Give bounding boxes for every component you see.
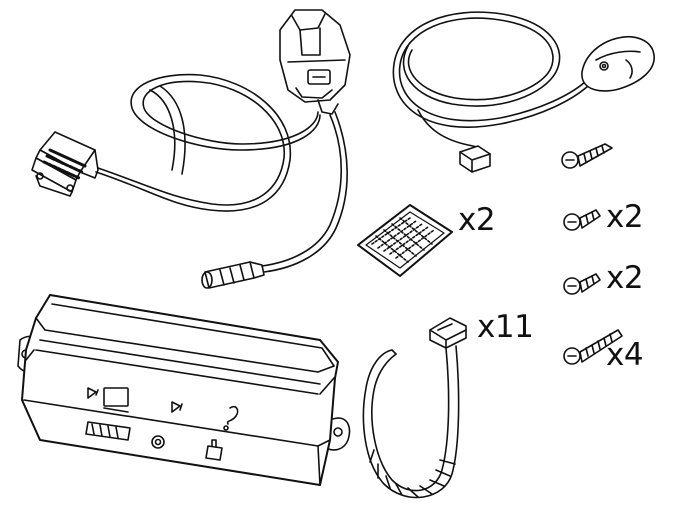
cable-tie-quantity: x11 [477,309,534,345]
microphone [582,37,654,91]
round-jack [152,436,164,448]
play-record-icon [88,388,128,412]
velcro-pad-quantity: x2 [458,202,496,238]
cable-tie [363,318,466,497]
control-box [18,295,350,485]
screw-d [564,330,622,364]
screw-medium-quantity: x2 [606,199,644,235]
screw-b [564,210,600,230]
db-connector [32,132,98,196]
velcro-pad [358,205,452,276]
screw-short-quantity: x2 [606,260,644,296]
harness-cable [32,75,347,288]
microphone-cable [393,12,654,172]
screw-long-quantity: x4 [606,337,644,373]
speaker-icon [172,402,182,412]
phone-holder-clip [280,10,350,114]
db-port [86,422,130,440]
barrel-plug [202,262,264,288]
small-jack [206,440,222,460]
screw-a [562,144,612,168]
mic-jack-icon [224,407,238,430]
mic-plug [460,146,490,172]
screw-c [564,274,600,294]
